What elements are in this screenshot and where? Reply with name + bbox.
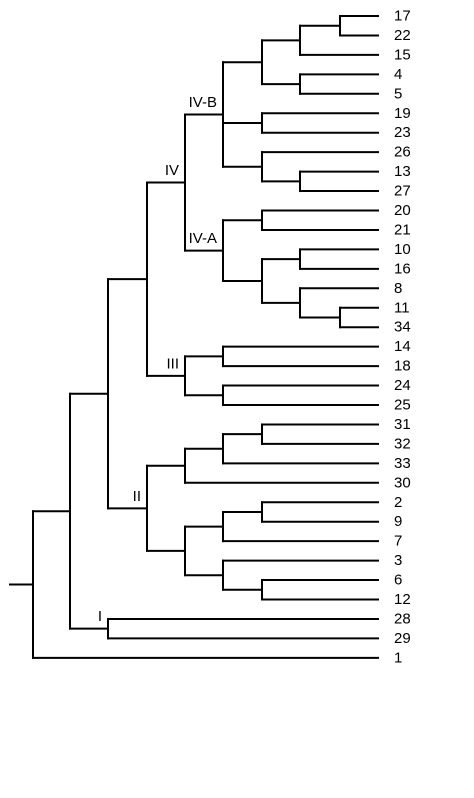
clade-label-iv-a: IV-A [189,230,217,247]
leaf-labels: 1722154519232613272021101681134141824253… [394,8,411,667]
leaf-label-13: 13 [394,163,411,180]
leaf-label-21: 21 [394,221,411,238]
leaf-label-15: 15 [394,46,411,63]
leaf-label-19: 19 [394,105,411,122]
leaf-label-14: 14 [394,338,411,355]
leaf-label-8: 8 [394,280,402,297]
clade-label-ii: II [133,488,141,505]
leaf-label-11: 11 [394,299,410,316]
clade-label-i: I [98,608,102,625]
leaf-label-32: 32 [394,435,411,452]
leaf-label-7: 7 [394,533,402,550]
clade-label-iv: IV [165,162,179,179]
leaf-label-31: 31 [394,416,411,433]
leaf-label-33: 33 [394,455,411,472]
leaf-label-27: 27 [394,183,411,200]
clade-label-iii: III [166,355,179,372]
leaf-label-1: 1 [394,649,402,666]
clade-label-iv-b: IV-B [189,94,217,111]
leaf-label-16: 16 [394,260,411,277]
leaf-label-17: 17 [394,8,411,25]
leaf-label-18: 18 [394,358,411,375]
leaf-label-4: 4 [394,66,402,83]
leaf-label-26: 26 [394,144,411,161]
leaf-label-22: 22 [394,27,411,44]
leaf-label-2: 2 [394,494,402,511]
tree-branches [9,15,379,659]
leaf-label-5: 5 [394,85,402,102]
leaf-label-12: 12 [394,591,411,608]
leaf-label-6: 6 [394,572,402,589]
leaf-label-30: 30 [394,474,411,491]
leaf-label-29: 29 [394,630,411,647]
leaf-label-9: 9 [394,513,402,530]
leaf-label-3: 3 [394,552,402,569]
leaf-label-10: 10 [394,241,411,258]
leaf-label-34: 34 [394,319,411,336]
leaf-label-25: 25 [394,397,411,414]
leaf-label-23: 23 [394,124,411,141]
leaf-label-28: 28 [394,610,411,627]
leaf-label-24: 24 [394,377,411,394]
leaf-label-20: 20 [394,202,411,219]
